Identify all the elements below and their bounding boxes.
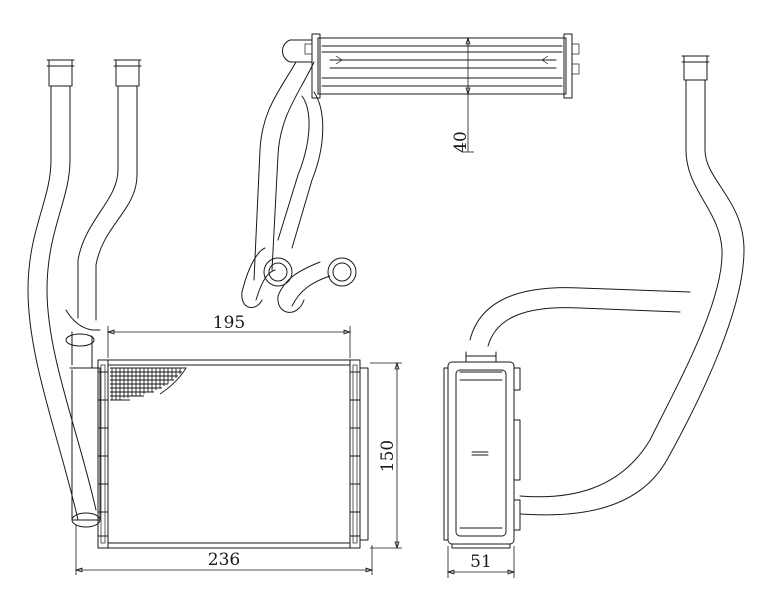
tank-tabs [97, 371, 361, 537]
dimension-51: 51 [446, 546, 516, 578]
dimension-236: 236 [74, 525, 374, 575]
dimension-150: 150 [370, 361, 402, 550]
dimension-label-236: 236 [208, 550, 240, 570]
dimension-label-195: 195 [213, 313, 245, 333]
dimension-label-51: 51 [470, 552, 492, 572]
side-view [443, 55, 745, 549]
fin-pattern [110, 367, 187, 401]
dimension-195: 195 [106, 313, 352, 358]
top-view [241, 33, 580, 313]
dimension-label-150: 150 [378, 440, 398, 472]
dimension-40: 40 [451, 36, 474, 153]
dimension-label-40: 40 [451, 131, 471, 153]
front-view-core [97, 359, 369, 549]
front-view-inlet-pipes [27, 59, 142, 528]
